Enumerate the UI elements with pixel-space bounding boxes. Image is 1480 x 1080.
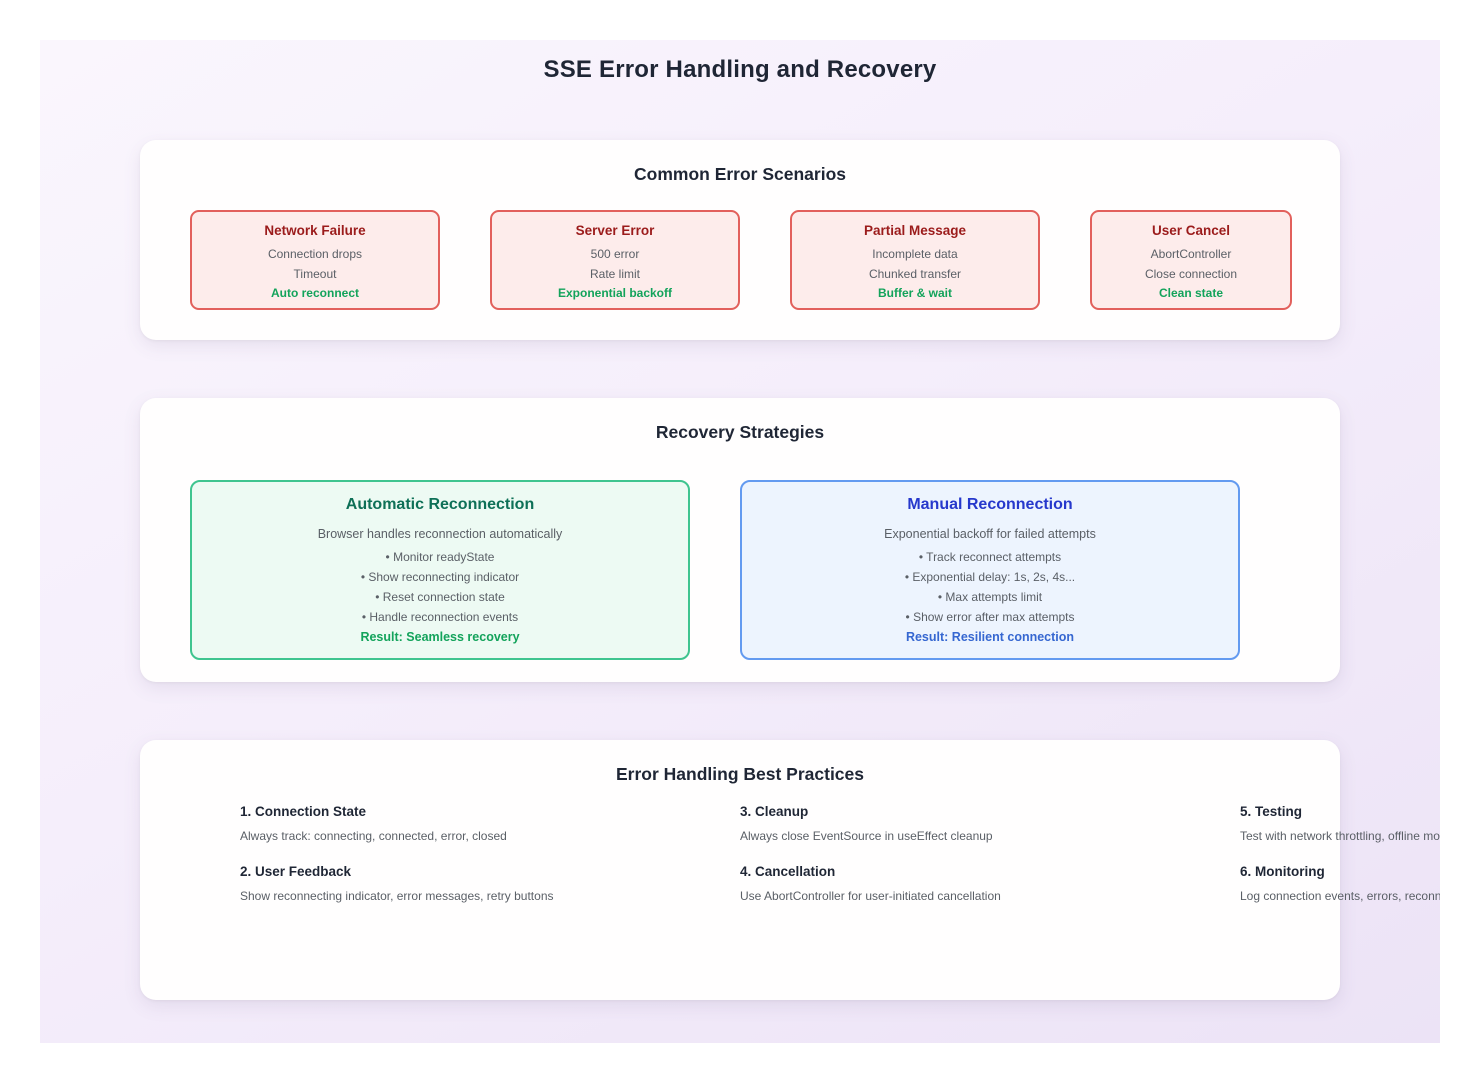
practice-item-connection-state: 1. Connection State Always track: connec… xyxy=(240,804,740,864)
error-card-detail: 500 error xyxy=(590,247,640,261)
section-heading: Common Error Scenarios xyxy=(634,164,846,184)
strategy-bullet: • Show reconnecting indicator xyxy=(360,570,520,584)
practice-desc: Test with network throttling, offline mo… xyxy=(1240,829,1440,843)
section-heading: Recovery Strategies xyxy=(655,422,825,442)
error-card-server-error: Server Error 500 error Rate limit Expone… xyxy=(490,210,740,310)
practice-desc: Always close EventSource in useEffect cl… xyxy=(740,829,993,843)
strategy-subtitle: Browser handles reconnection automatical… xyxy=(317,527,563,541)
practice-item-testing: 5. Testing Test with network throttling,… xyxy=(1240,804,1440,864)
strategy-card-manual-reconnection: Manual Reconnection Exponential backoff … xyxy=(740,480,1240,660)
error-card-action: Buffer & wait xyxy=(877,286,952,300)
error-card-action: Clean state xyxy=(1158,286,1224,300)
error-card-title: User Cancel xyxy=(1151,223,1231,238)
practice-desc: Use AbortController for user-initiated c… xyxy=(740,889,1001,903)
section-common-errors: Common Error Scenarios Network Failure C… xyxy=(140,140,1340,340)
error-card-action: Exponential backoff xyxy=(557,286,673,300)
practice-item-cancellation: 4. Cancellation Use AbortController for … xyxy=(740,864,1240,924)
error-card-detail: Incomplete data xyxy=(872,247,958,261)
error-card-title: Partial Message xyxy=(863,223,967,238)
strategy-bullet: • Handle reconnection events xyxy=(361,610,519,624)
error-card-action: Auto reconnect xyxy=(270,286,359,300)
error-card-detail: Chunked transfer xyxy=(868,266,962,281)
practice-title: 3. Cleanup xyxy=(740,804,809,819)
strategy-subtitle: Exponential backoff for failed attempts xyxy=(884,527,1096,541)
practice-title: 2. User Feedback xyxy=(240,864,352,879)
strategy-title: Manual Reconnection xyxy=(907,496,1073,513)
page-title: SSE Error Handling and Recovery xyxy=(543,56,937,83)
practice-title: 1. Connection State xyxy=(240,804,367,819)
section-recovery-strategies: Recovery Strategies Automatic Reconnecti… xyxy=(140,398,1340,682)
strategy-bullet: • Monitor readyState xyxy=(385,550,495,564)
practices-grid: 1. Connection State Always track: connec… xyxy=(240,804,1440,924)
strategy-bullet: • Show error after max attempts xyxy=(905,610,1075,624)
error-card-detail: Close connection xyxy=(1144,266,1238,281)
practice-title: 5. Testing xyxy=(1240,804,1303,819)
practice-desc: Always track: connecting, connected, err… xyxy=(240,829,507,843)
error-card-row: Network Failure Connection drops Timeout… xyxy=(190,210,1292,310)
strategy-bullet: • Exponential delay: 1s, 2s, 4s... xyxy=(904,570,1076,584)
error-card-partial-message: Partial Message Incomplete data Chunked … xyxy=(790,210,1040,310)
error-card-detail: Timeout xyxy=(293,266,337,281)
practice-item-monitoring: 6. Monitoring Log connection events, err… xyxy=(1240,864,1440,924)
section-heading: Error Handling Best Practices xyxy=(616,764,864,784)
error-card-title: Network Failure xyxy=(264,223,366,238)
practice-desc: Show reconnecting indicator, error messa… xyxy=(240,889,554,903)
strategy-bullet: • Reset connection state xyxy=(375,590,505,604)
error-card-detail: Connection drops xyxy=(267,247,363,261)
error-card-user-cancel: User Cancel AbortController Close connec… xyxy=(1090,210,1292,310)
practice-item-cleanup: 3. Cleanup Always close EventSource in u… xyxy=(740,804,1240,864)
strategy-bullet: • Max attempts limit xyxy=(937,590,1043,604)
error-card-title: Server Error xyxy=(575,223,655,238)
strategy-card-row: Automatic Reconnection Browser handles r… xyxy=(190,480,1240,660)
practice-title: 4. Cancellation xyxy=(740,864,836,879)
practice-title: 6. Monitoring xyxy=(1240,864,1325,879)
practice-item-user-feedback: 2. User Feedback Show reconnecting indic… xyxy=(240,864,740,924)
strategy-result: Result: Resilient connection xyxy=(905,630,1075,644)
strategy-card-automatic-reconnection: Automatic Reconnection Browser handles r… xyxy=(190,480,690,660)
strategy-title: Automatic Reconnection xyxy=(345,496,535,513)
error-card-detail: AbortController xyxy=(1150,247,1232,261)
error-card-network-failure: Network Failure Connection drops Timeout… xyxy=(190,210,440,310)
strategy-result: Result: Seamless recovery xyxy=(360,630,520,644)
section-best-practices: Error Handling Best Practices 1. Connect… xyxy=(140,740,1440,1000)
content-canvas: SSE Error Handling and Recovery Common E… xyxy=(40,40,1440,1043)
error-card-detail: Rate limit xyxy=(589,266,640,281)
practice-desc: Log connection events, errors, reconnect… xyxy=(1240,889,1440,903)
strategy-bullet: • Track reconnect attempts xyxy=(918,550,1062,564)
